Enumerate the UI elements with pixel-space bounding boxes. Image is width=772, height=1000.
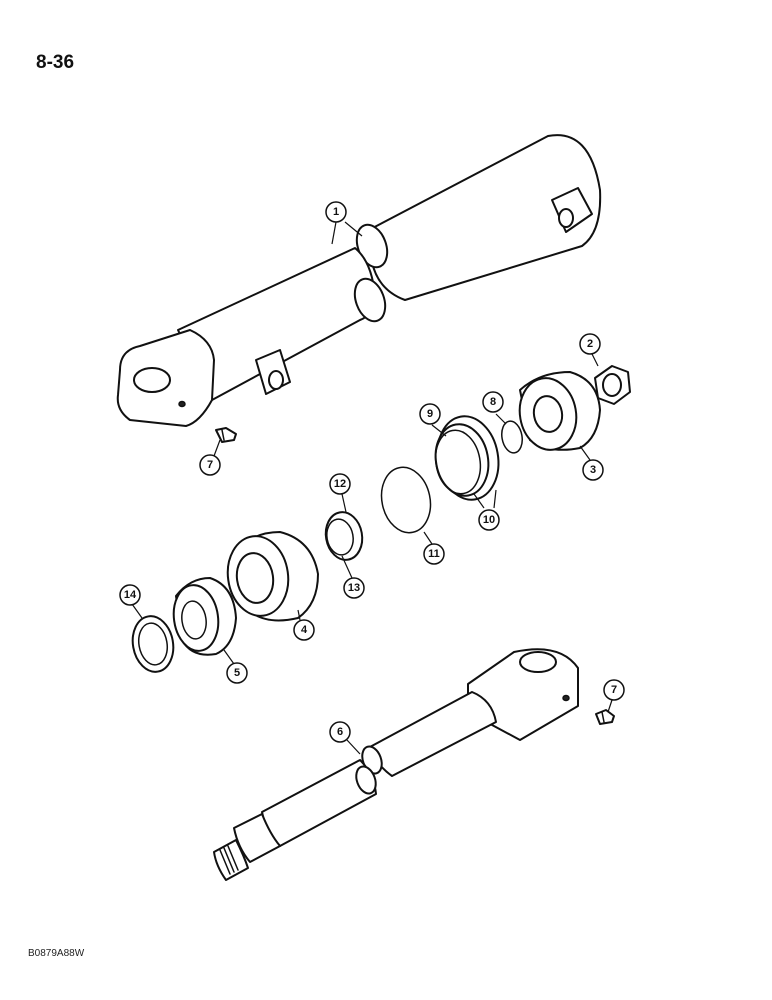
callout-3: 3 (582, 459, 604, 481)
o-ring-small (501, 420, 523, 454)
callout-14: 14 (119, 584, 141, 606)
leader-1b (344, 221, 363, 237)
callout-1: 1 (325, 201, 347, 223)
backup-ring (324, 511, 364, 561)
svg-text:1: 1 (333, 206, 339, 218)
leader-12 (341, 493, 347, 513)
leader-8 (495, 413, 507, 425)
callout-10: 10 (478, 509, 500, 531)
callout-11: 11 (423, 543, 445, 565)
svg-text:5: 5 (234, 667, 240, 679)
leader-3 (579, 445, 591, 461)
callout-12: 12 (329, 473, 351, 495)
o-ring-large (380, 466, 432, 534)
piston-rod (213, 648, 579, 881)
page-number: 8-36 (36, 52, 75, 73)
leader-5 (223, 649, 235, 665)
leader-14 (131, 603, 143, 619)
callout-2: 2 (579, 333, 601, 355)
leader-13 (341, 555, 353, 579)
svg-text:9: 9 (427, 408, 433, 420)
callout-5: 5 (226, 662, 248, 684)
callout-9: 9 (419, 403, 441, 425)
wiper-seal (131, 615, 175, 673)
cylinder-barrel (116, 134, 602, 427)
piston (518, 371, 601, 451)
locknut (594, 365, 631, 405)
grease-fitting-lower (595, 709, 615, 725)
svg-text:10: 10 (483, 514, 495, 526)
cylinder-head-cap (172, 577, 237, 656)
callout-4: 4 (293, 619, 315, 641)
leader-4 (297, 609, 301, 621)
leader-7b (607, 699, 613, 713)
leader-7a (213, 439, 221, 457)
leader-1a (331, 221, 337, 245)
leader-10b (493, 489, 497, 509)
callout-13: 13 (343, 577, 365, 599)
svg-text:6: 6 (337, 726, 343, 738)
leader-9 (431, 424, 447, 437)
svg-text:7: 7 (611, 684, 617, 696)
leader-10a (473, 493, 485, 509)
svg-text:7: 7 (207, 459, 213, 471)
leader-6 (346, 739, 361, 755)
leader-11 (423, 531, 433, 545)
svg-text:12: 12 (334, 478, 346, 490)
grease-fitting-upper (215, 427, 237, 443)
gland (226, 531, 319, 622)
svg-text:2: 2 (587, 338, 593, 350)
svg-text:4: 4 (301, 624, 308, 636)
callout-6: 6 (329, 721, 351, 743)
figure-code: B0879A88W (28, 948, 85, 959)
svg-text:8: 8 (490, 396, 496, 408)
svg-text:11: 11 (428, 548, 440, 560)
callout-8: 8 (482, 391, 504, 413)
svg-text:14: 14 (124, 589, 137, 601)
callout-7-upper: 7 (199, 454, 221, 476)
svg-text:3: 3 (590, 464, 596, 476)
svg-text:13: 13 (348, 582, 360, 594)
leader-2 (591, 353, 599, 367)
piston-seal (434, 415, 500, 501)
callout-7-lower: 7 (603, 679, 625, 701)
